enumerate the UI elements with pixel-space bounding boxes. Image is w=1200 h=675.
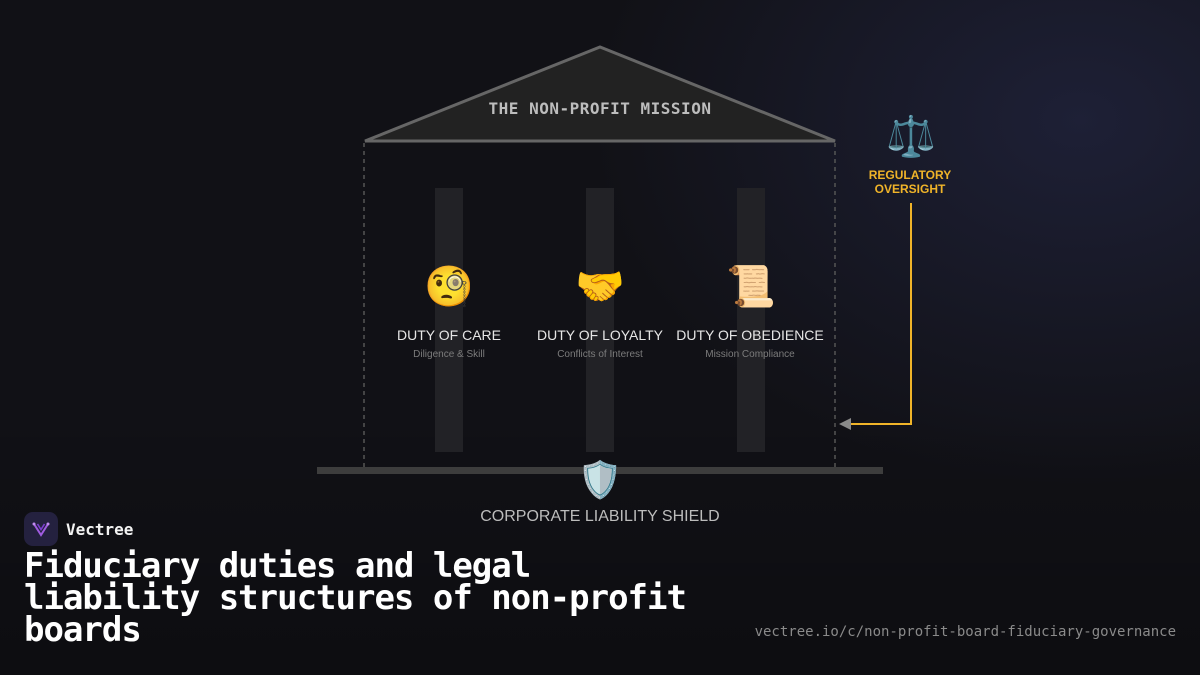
regulatory-arrow-line (848, 203, 912, 425)
balance-scale-icon: ⚖️ (886, 114, 936, 160)
pillar-care (435, 188, 463, 452)
regulatory-arrowhead (839, 418, 851, 430)
duty-of-obedience-sub: Mission Compliance (705, 349, 795, 360)
scroll-icon: 📜 (726, 264, 776, 310)
shield-icon: 🛡️ (577, 460, 623, 501)
pillar-loyalty (586, 188, 614, 452)
foundation-base (317, 467, 883, 474)
regulatory-oversight-label: REGULATORY OVERSIGHT (860, 168, 960, 196)
page-headline: Fiduciary duties and legal liability str… (24, 546, 687, 650)
regulatory-label-line2: OVERSIGHT (874, 182, 946, 196)
duty-of-care-label: DUTY OF CARE (397, 327, 501, 343)
duty-of-obedience-label: DUTY OF OBEDIENCE (676, 327, 824, 343)
duty-of-care-sub: Diligence & Skill (413, 349, 485, 360)
monocle-face-icon: 🧐 (424, 264, 474, 310)
mission-title: THE NON-PROFIT MISSION (489, 99, 712, 118)
brand-name: Vectree (66, 519, 134, 539)
vectree-logo-icon (24, 512, 58, 546)
corporate-liability-shield-label: CORPORATE LIABILITY SHIELD (480, 508, 720, 525)
duty-of-loyalty-label: DUTY OF LOYALTY (536, 327, 664, 343)
regulatory-label-line1: REGULATORY (868, 168, 952, 182)
brand[interactable]: Vectree (24, 512, 133, 546)
pillar-obedience (737, 188, 765, 452)
handshake-icon: 🤝 (575, 264, 625, 310)
duty-of-loyalty-sub: Conflicts of Interest (557, 349, 643, 360)
roof-pediment (364, 45, 836, 143)
source-url[interactable]: vectree.io/c/non-profit-board-fiduciary-… (754, 624, 1176, 640)
